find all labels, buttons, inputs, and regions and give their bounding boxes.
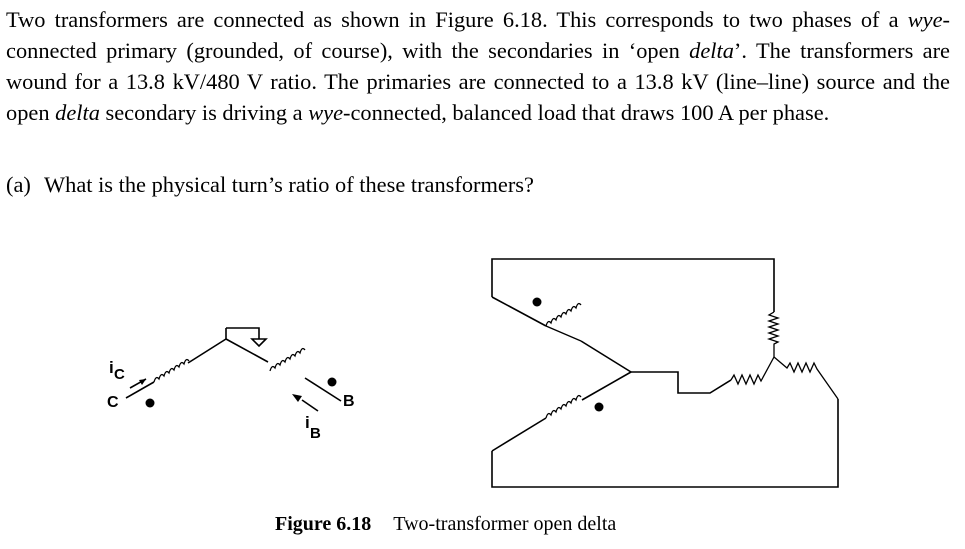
current-b-arrow <box>301 399 319 412</box>
question-label: (a) <box>6 172 31 197</box>
lower-to-center-wire <box>581 371 632 401</box>
load-resistor-left <box>730 356 775 386</box>
polarity-dot-lower <box>594 402 604 412</box>
load-resistor-right <box>773 356 839 400</box>
polarity-dot-c <box>145 398 155 408</box>
current-b-subscript: B <box>310 425 321 442</box>
upper-secondary-coil <box>545 302 582 342</box>
node-b-label: B <box>343 393 355 410</box>
current-b-label: i <box>305 413 310 432</box>
phase-b-coil <box>269 347 306 372</box>
lower-coil-wire <box>491 417 547 452</box>
figure-number: Figure 6.18 <box>275 513 372 535</box>
top-loop-wire <box>491 258 775 312</box>
primary-wye-diagram: i C C i B B <box>107 327 355 442</box>
open-delta-diagram <box>491 258 839 488</box>
question-text: What is the physical turn’s ratio of the… <box>44 172 534 197</box>
phase-b-lead <box>304 377 342 402</box>
node-c-label: C <box>107 394 119 411</box>
phase-c-lead <box>125 381 155 399</box>
center-to-load-wire <box>631 371 732 394</box>
problem-statement: Two transformers are connected as shown … <box>6 4 950 128</box>
load-resistor-top <box>766 311 781 357</box>
current-c-arrowhead <box>139 379 146 385</box>
current-c-subscript: C <box>114 366 125 383</box>
bottom-loop-wire <box>491 399 839 488</box>
polarity-dot-upper <box>532 297 542 307</box>
upper-coil-wire <box>491 296 547 327</box>
ground-wire <box>225 327 260 339</box>
figure-caption-text: Two-transformer open delta <box>393 513 617 535</box>
figure-caption: Figure 6.18 Two-transformer open delta <box>275 513 616 536</box>
phase-c-wire <box>187 338 227 364</box>
problem-paragraph: Two transformers are connected as shown … <box>6 7 950 125</box>
current-b-arrowhead <box>292 394 302 402</box>
current-c-label: i <box>109 358 114 377</box>
question-a: (a) What is the physical turn’s ratio of … <box>6 169 534 200</box>
lower-secondary-coil <box>545 394 582 419</box>
phase-c-coil <box>153 358 190 383</box>
ground-icon <box>250 338 268 348</box>
upper-to-center-wire <box>580 340 632 373</box>
phase-b-wire <box>225 338 269 363</box>
polarity-dot-b <box>327 377 337 387</box>
